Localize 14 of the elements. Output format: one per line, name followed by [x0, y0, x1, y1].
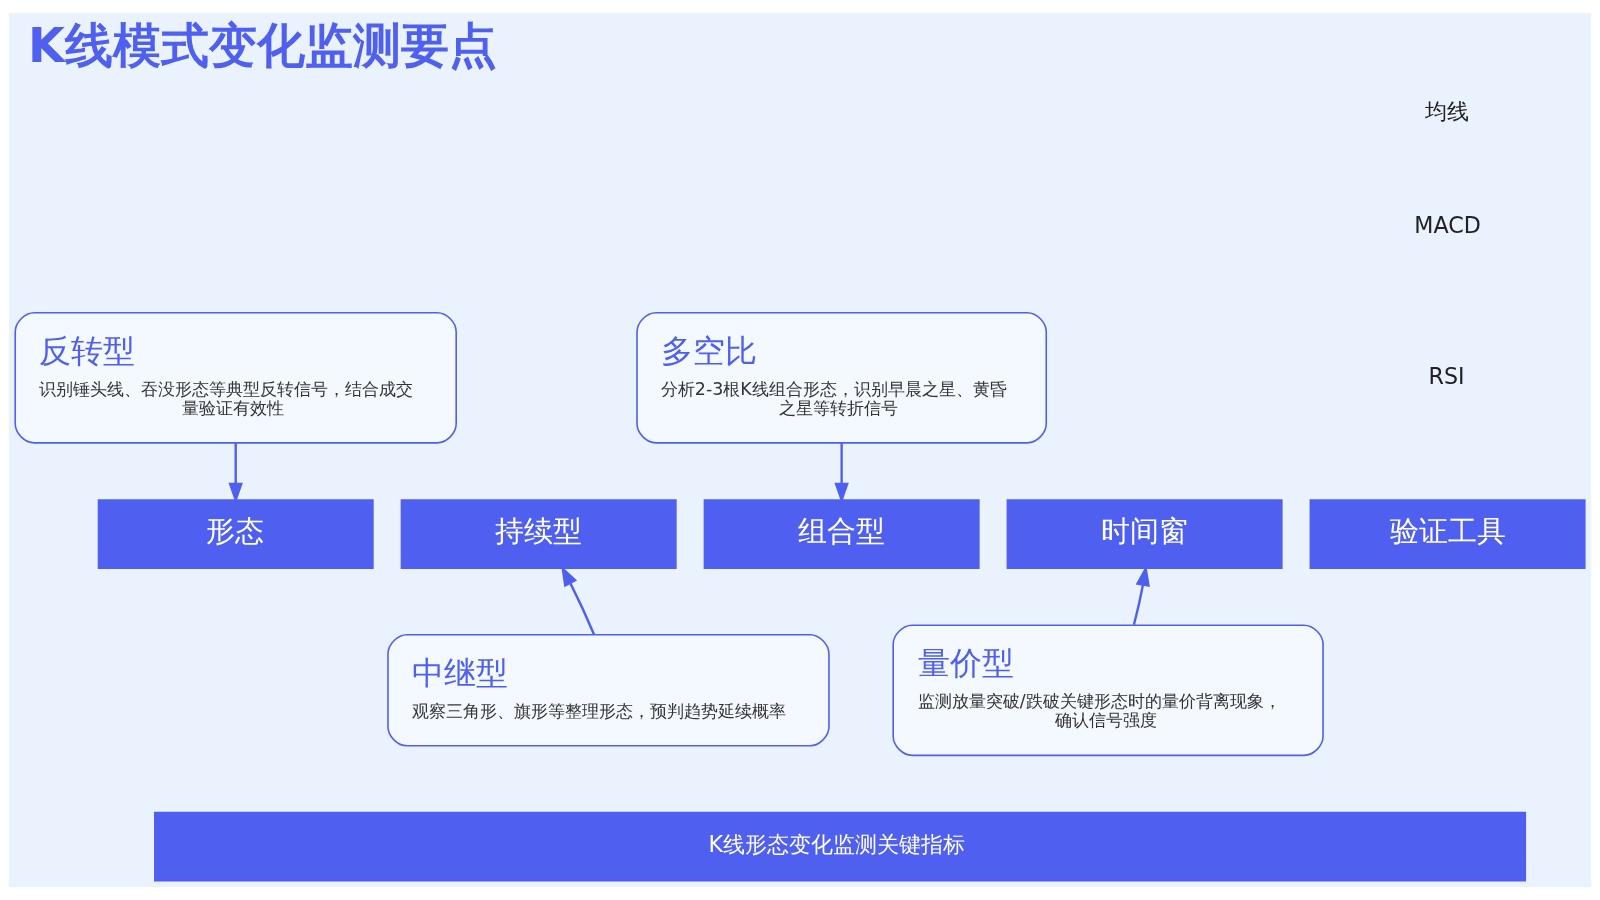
- node-box: 验证工具: [1309, 499, 1586, 569]
- node-box: 多空比 分析2-3根K线组合形态，识别早晨之星、黄昏之星等转折信号: [636, 312, 1048, 444]
- node-box: K线形态变化监测关键指标: [154, 811, 1527, 882]
- label: 均线: [1424, 97, 1469, 124]
- node-box: 反转型 识别锤头线、吞没形态等典型反转信号，结合成交量验证有效性: [14, 312, 457, 444]
- label: RSI: [1428, 362, 1465, 389]
- diagram-title: K线模式变化监测要点: [27, 18, 497, 74]
- node-box: 形态: [97, 499, 374, 569]
- node-box: 持续型: [400, 499, 677, 569]
- node-box: 量价型 监测放量突破/跌破关键形态时的量价背离现象，确认信号强度: [892, 624, 1324, 757]
- node-box: 中继型 观察三角形、旗形等整理形态，预判趋势延续概率: [387, 634, 830, 747]
- node-box: 组合型: [703, 499, 980, 569]
- label: MACD: [1414, 212, 1481, 239]
- node-box: 时间窗: [1006, 499, 1283, 569]
